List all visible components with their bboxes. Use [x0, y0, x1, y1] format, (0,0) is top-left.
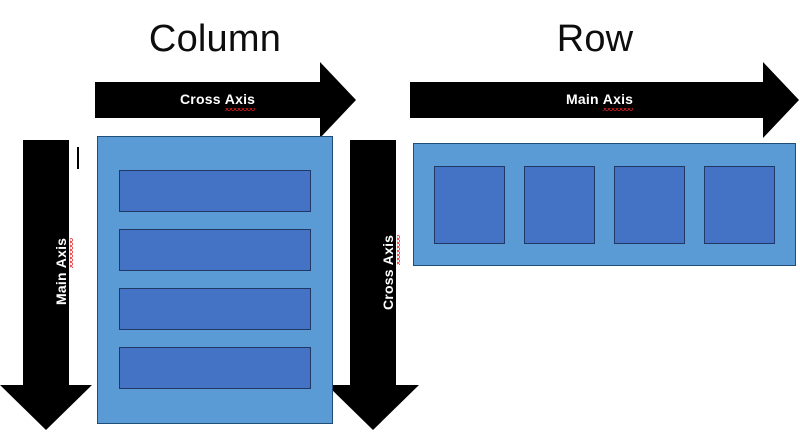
cross-axis-arrow-vertical-icon: [327, 140, 419, 430]
row-item-4: [704, 165, 775, 244]
row-flex-container: [413, 143, 796, 266]
main-axis-left-label: Main Axis: [53, 238, 69, 305]
cross-axis-top-label-word1: Cross: [180, 91, 225, 107]
cross-axis-top-label: Cross Axis: [180, 91, 256, 111]
main-axis-top-label-word1: Main: [566, 91, 603, 107]
cross-axis-mid-label-word1: Cross: [380, 265, 396, 310]
row-item-1: [434, 165, 505, 244]
column-section-title: Column: [148, 18, 282, 60]
row-section-title: Row: [556, 18, 634, 60]
cross-axis-mid-label-word2: Axis: [380, 234, 396, 266]
row-item-3: [614, 165, 685, 244]
cross-axis-top-label-word2: Axis: [224, 91, 256, 111]
main-axis-top-label-word2: Axis: [602, 91, 634, 111]
main-axis-arrow-vertical-icon: [0, 140, 92, 430]
column-item-1: [119, 170, 311, 212]
column-item-4: [119, 347, 311, 389]
main-axis-top-label: Main Axis: [566, 91, 634, 111]
main-axis-left-label-word1: Main: [53, 268, 69, 305]
cross-axis-mid-label: Cross Axis: [380, 235, 396, 310]
row-item-2: [524, 165, 595, 244]
column-item-3: [119, 288, 311, 330]
main-axis-left-label-word2: Axis: [53, 237, 69, 269]
column-flex-container: [97, 136, 333, 424]
column-item-2: [119, 229, 311, 271]
text-cursor-tick: [77, 147, 79, 169]
